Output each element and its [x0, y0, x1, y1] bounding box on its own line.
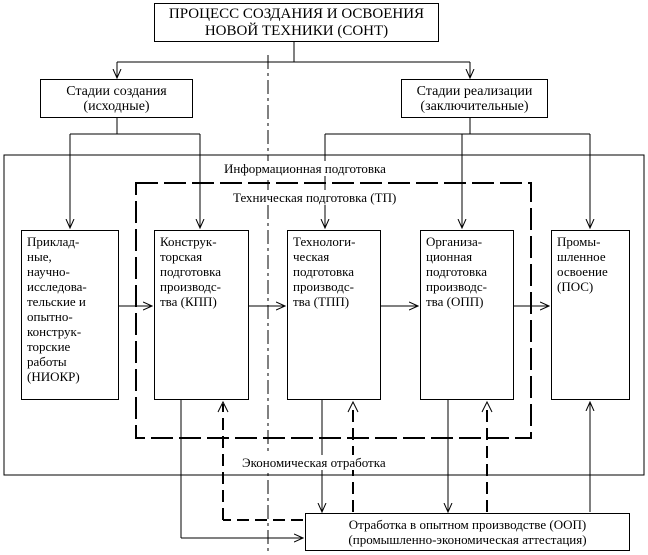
tpp-line: Технологи- [293, 234, 356, 249]
opp-line: тва (ОПП) [426, 294, 484, 309]
column-kpp: Конструк- торская подготовка производс- … [154, 230, 249, 400]
tech-label: Техническая подготовка (ТП) [231, 190, 399, 205]
niokr-line: работы [27, 354, 67, 369]
tech-frame [135, 182, 532, 439]
opp-line: Организа- [426, 234, 483, 249]
stage-creation-box: Стадии создания (исходные) [40, 79, 193, 118]
kpp-line: тва (КПП) [160, 294, 217, 309]
niokr-line: торские [27, 339, 71, 354]
column-opp: Организа- ционная подготовка производс- … [420, 230, 514, 400]
oop-line-1: Отработка в опытном производстве (ООП) [348, 517, 587, 532]
stage-creation-line-1: Стадии создания [66, 83, 167, 99]
title-box: ПРОЦЕСС СОЗДАНИЯ И ОСВОЕНИЯ НОВОЙ ТЕХНИК… [154, 3, 439, 42]
stage-realization-box: Стадии реализации (заключительные) [401, 79, 548, 118]
column-niokr: Приклад- ные, научно- исследова- тельски… [21, 230, 119, 400]
opp-line: ционная [426, 249, 473, 264]
column-pos: Промы- шленное освоение (ПОС) [551, 230, 630, 400]
tpp-line: ческая [293, 249, 330, 264]
tpp-line: тва (ТПП) [293, 294, 350, 309]
niokr-line: Приклад- [27, 234, 80, 249]
kpp-line: торская [160, 249, 203, 264]
title-line-2: НОВОЙ ТЕХНИКИ (СОНТ) [204, 22, 389, 39]
pos-line: шленное [557, 249, 606, 264]
econ-label: Экономическая отработка [240, 455, 388, 470]
niokr-line: конструк- [27, 324, 82, 339]
oop-line-2: (промышленно-экономическая аттестация) [348, 532, 587, 547]
column-tpp: Технологи- ческая подготовка производс- … [287, 230, 381, 400]
tpp-line: производс- [293, 279, 354, 294]
pos-line: освоение [557, 264, 608, 279]
niokr-line: исследова- [27, 279, 87, 294]
pos-line: Промы- [557, 234, 601, 249]
oop-box: Отработка в опытном производстве (ООП) (… [305, 513, 630, 551]
info-label: Информационная подготовка [222, 161, 388, 176]
info-frame [3, 154, 645, 476]
opp-line: производс- [426, 279, 487, 294]
kpp-line: Конструк- [160, 234, 217, 249]
niokr-line: научно- [27, 264, 70, 279]
niokr-line: ные, [27, 249, 52, 264]
stage-realization-line-1: Стадии реализации [416, 83, 533, 99]
kpp-line: подготовка [160, 264, 222, 279]
stage-realization-line-2: (заключительные) [420, 98, 529, 114]
niokr-line: опытно- [27, 309, 73, 324]
tpp-line: подготовка [293, 264, 355, 279]
stage-creation-line-2: (исходные) [83, 98, 150, 114]
niokr-line: тельские и [27, 294, 86, 309]
pos-line: (ПОС) [557, 279, 594, 294]
kpp-line: производс- [160, 279, 221, 294]
title-line-1: ПРОЦЕСС СОЗДАНИЯ И ОСВОЕНИЯ [168, 5, 425, 22]
opp-line: подготовка [426, 264, 488, 279]
niokr-line: (НИОКР) [27, 369, 80, 384]
